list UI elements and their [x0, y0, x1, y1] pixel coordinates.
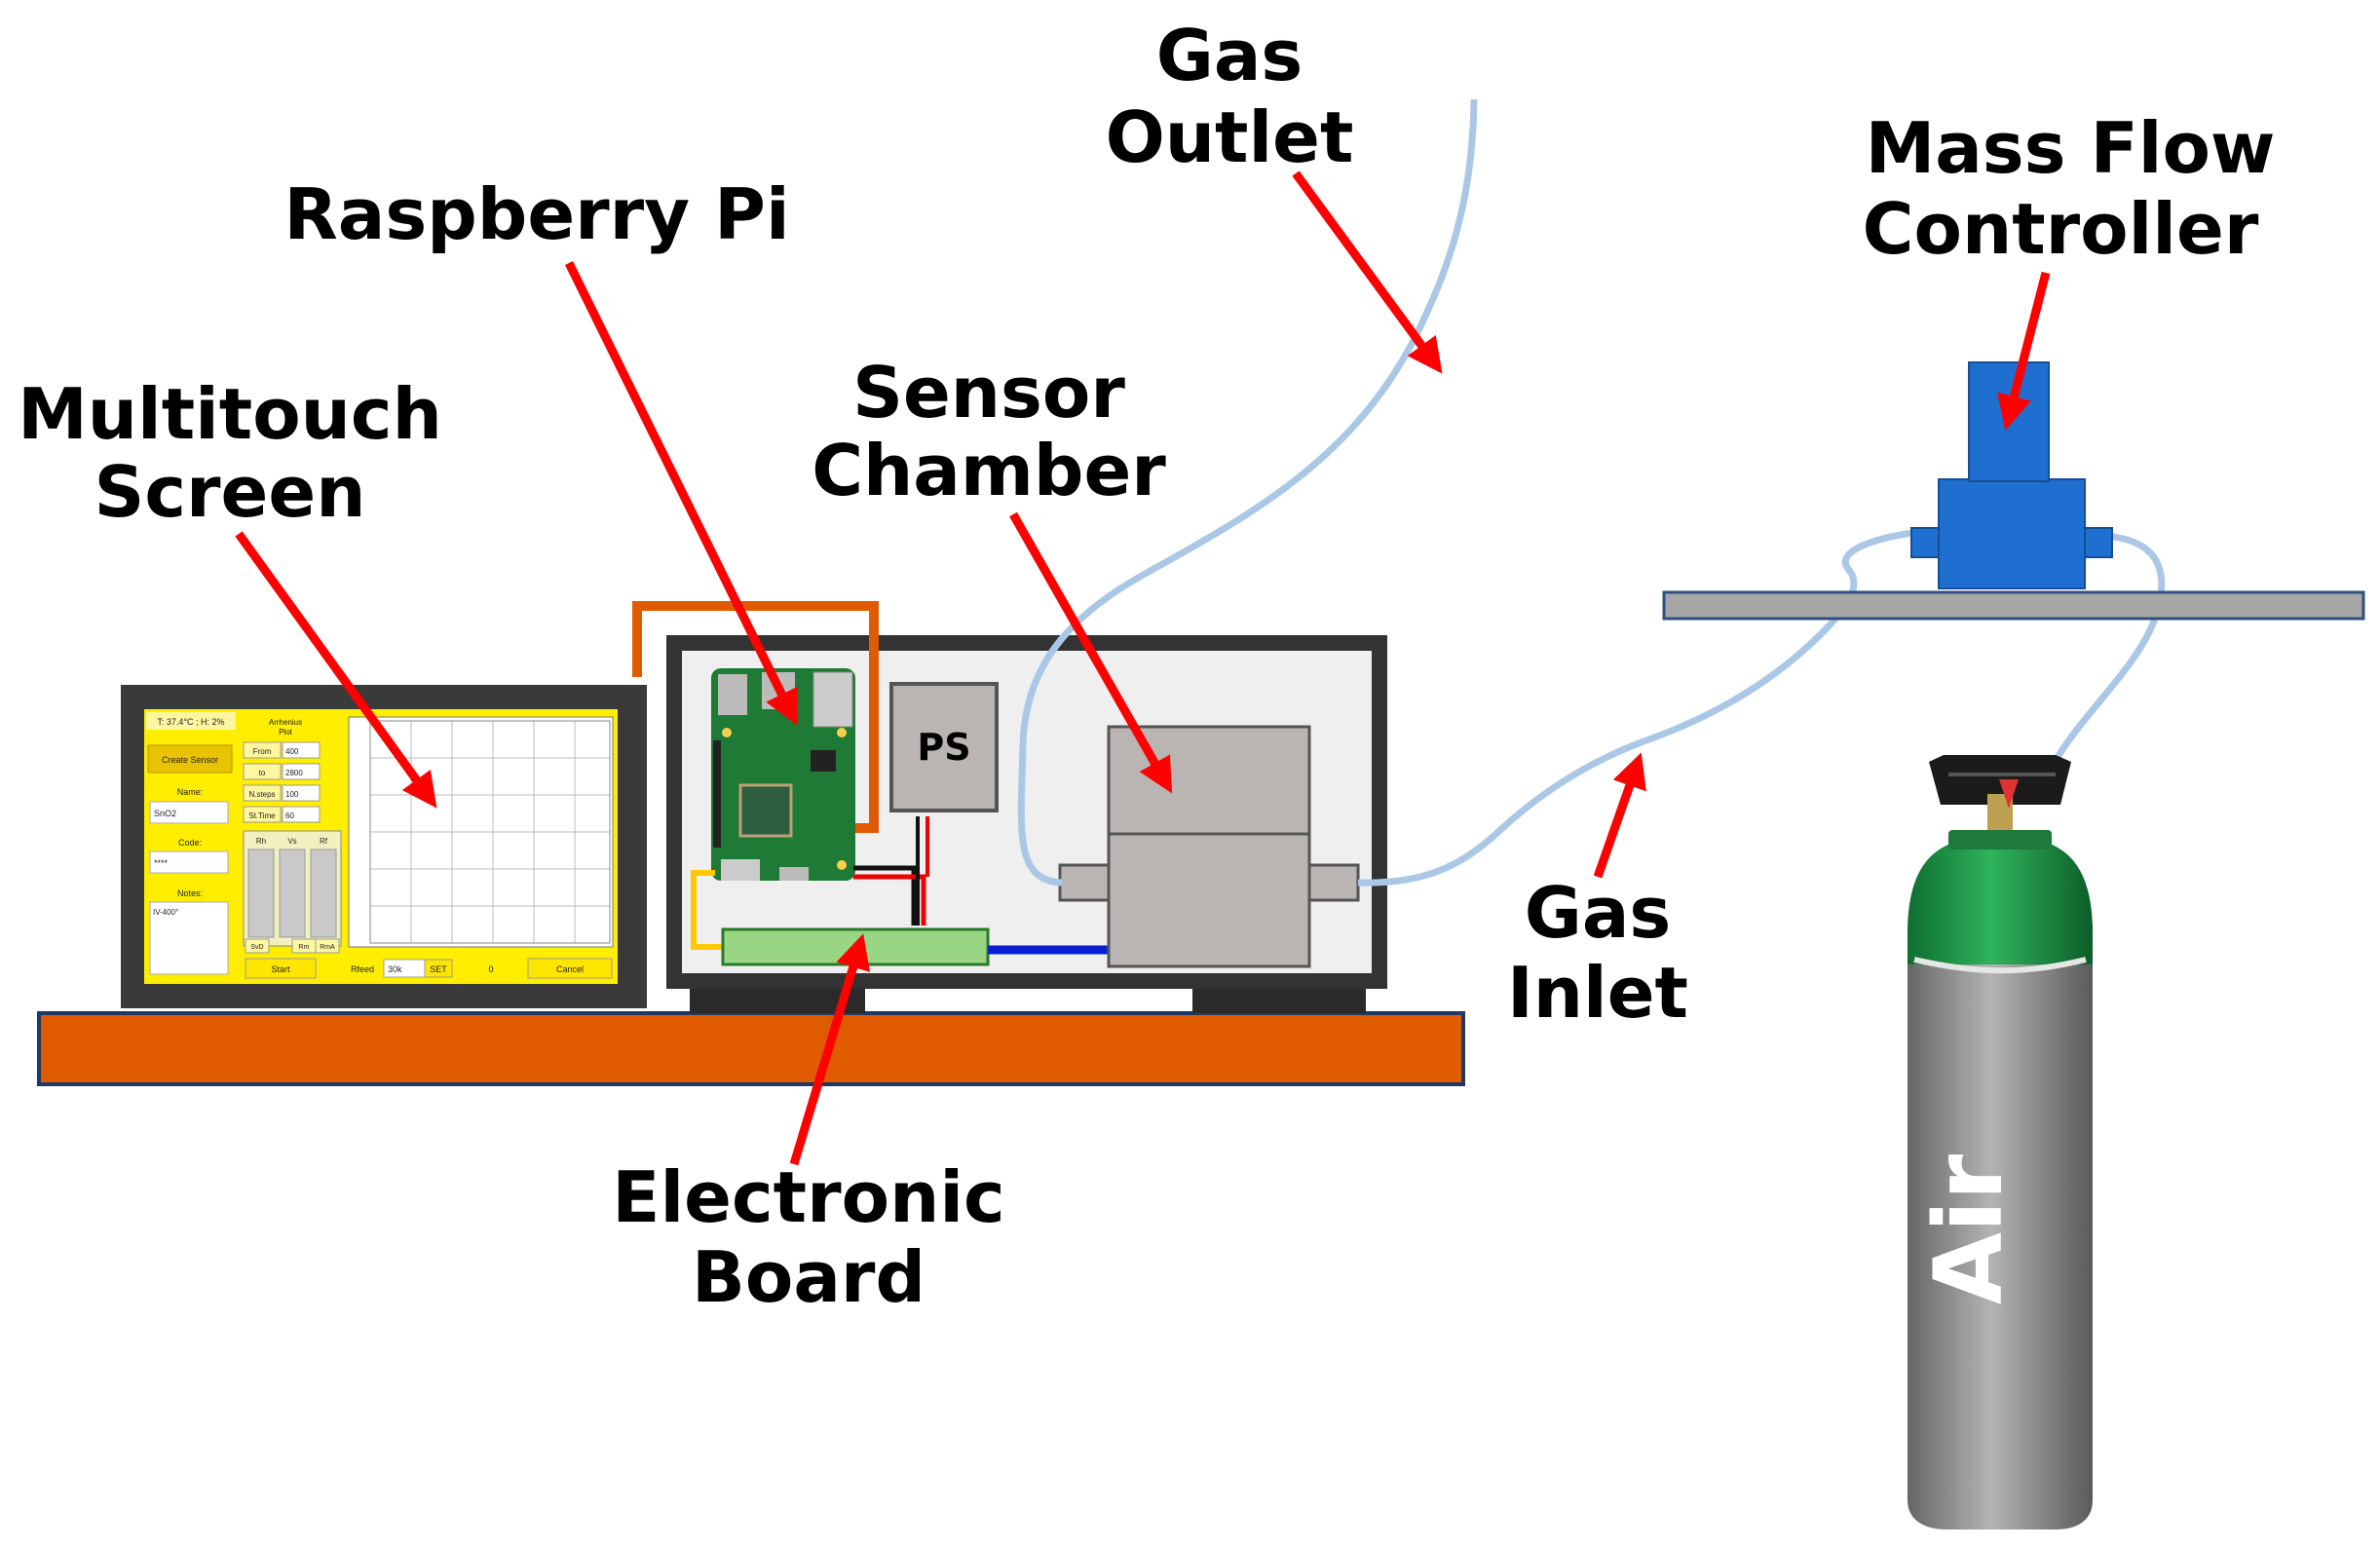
mfc-label-1: Mass Flow: [1866, 107, 2276, 189]
arrow-gas-inlet: [1593, 752, 1646, 879]
air-cylinder: Air: [1908, 755, 2093, 1529]
param-label: From: [253, 747, 272, 756]
notes-label: Notes:: [177, 888, 203, 898]
gas-inlet-label-2: Inlet: [1507, 952, 1688, 1034]
param-label: St.Time: [248, 812, 276, 820]
cylinder-label: Air: [1914, 1153, 2023, 1304]
set-label: SET: [430, 964, 447, 974]
param-label-box: [243, 784, 282, 802]
arrow-multitouch: [235, 531, 437, 809]
param-value: 400: [285, 747, 299, 756]
arrow-raspberry-pi: [564, 261, 798, 726]
param-label: N.steps: [248, 790, 275, 799]
ribbon-cable: [632, 601, 879, 833]
arrow-electronic-board: [789, 933, 871, 1166]
create-sensor-button: [147, 744, 233, 774]
param-label-box: [243, 806, 282, 823]
rfeed-value: 30k: [388, 964, 402, 974]
param-label-box: [243, 763, 282, 780]
small-button: [245, 938, 270, 954]
start-button: [245, 958, 317, 979]
column-header: Rf: [320, 837, 328, 846]
param-value-box: [282, 806, 321, 823]
sensor-chamber-label-2: Chamber: [812, 430, 1166, 511]
arrow-gas-outlet: [1292, 170, 1443, 374]
plot-frame: [369, 720, 611, 944]
small-button-label: Rm: [299, 944, 310, 951]
power-supply: [889, 682, 999, 812]
power-wire-black: [853, 865, 917, 925]
electronic-board-label-1: Electronic: [612, 1156, 1004, 1238]
param-value: 100: [285, 790, 299, 799]
multitouch-label-2: Screen: [94, 451, 366, 533]
start-label: Start: [271, 964, 290, 974]
param-label-box: [243, 741, 282, 759]
multitouch-label-1: Multitouch: [18, 373, 442, 455]
name-label: Name:: [177, 787, 204, 797]
small-button-label: RmA: [320, 944, 335, 951]
mfc-shelf: [1662, 590, 2365, 621]
electronic-board-label-2: Board: [692, 1236, 926, 1318]
name-value: SnO2: [154, 809, 176, 818]
raspberry-pi-label: Raspberry Pi: [283, 173, 789, 255]
param-value-box: [282, 784, 321, 802]
arrhenius-title-1: Arrhenius: [269, 718, 302, 727]
small-button: [315, 938, 340, 954]
column-bar: [279, 849, 306, 938]
column-header: Vs: [287, 837, 296, 846]
screen-status: T: 37.4°C ; H: 2%: [157, 717, 224, 727]
mfc-label-2: Controller: [1863, 188, 2259, 270]
column-header: Rh: [256, 837, 266, 846]
arrhenius-title-2: Plot: [279, 728, 293, 736]
gas-outlet-label-2: Outlet: [1106, 96, 1354, 178]
power-wire-red: [853, 874, 926, 925]
power-supply-label: PS: [917, 726, 970, 769]
code-value: ****: [154, 858, 169, 868]
counter-value: 0: [488, 964, 493, 974]
table: [37, 1011, 1465, 1086]
gas-outlet-label-1: Gas: [1156, 15, 1303, 96]
code-label: Code:: [178, 838, 202, 848]
gas-inlet-label-1: Gas: [1525, 872, 1672, 954]
arrow-mfc: [1996, 271, 2051, 431]
mass-flow-controller: [1910, 361, 2113, 589]
raspberry-pi-board: [711, 668, 855, 881]
param-value-box: [282, 741, 321, 759]
param-value: 2800: [285, 769, 303, 777]
gas-outlet-tube: [1017, 98, 1478, 887]
notes-value: IV-400°: [153, 908, 178, 917]
param-label: to: [259, 769, 266, 777]
column-bar: [310, 849, 337, 938]
sensor-chamber-label-1: Sensor: [852, 352, 1125, 434]
create-sensor-label: Create Sensor: [162, 755, 218, 765]
param-value-box: [282, 763, 321, 780]
small-button-label: SvD: [250, 944, 263, 951]
param-value: 60: [285, 812, 294, 820]
arrow-sensor-chamber: [1009, 511, 1173, 794]
yellow-wire: [691, 870, 725, 950]
cancel-label: Cancel: [556, 964, 584, 974]
column-bar: [247, 849, 275, 938]
rfeed-label: Rfeed: [351, 964, 374, 974]
cancel-button: [527, 958, 613, 979]
